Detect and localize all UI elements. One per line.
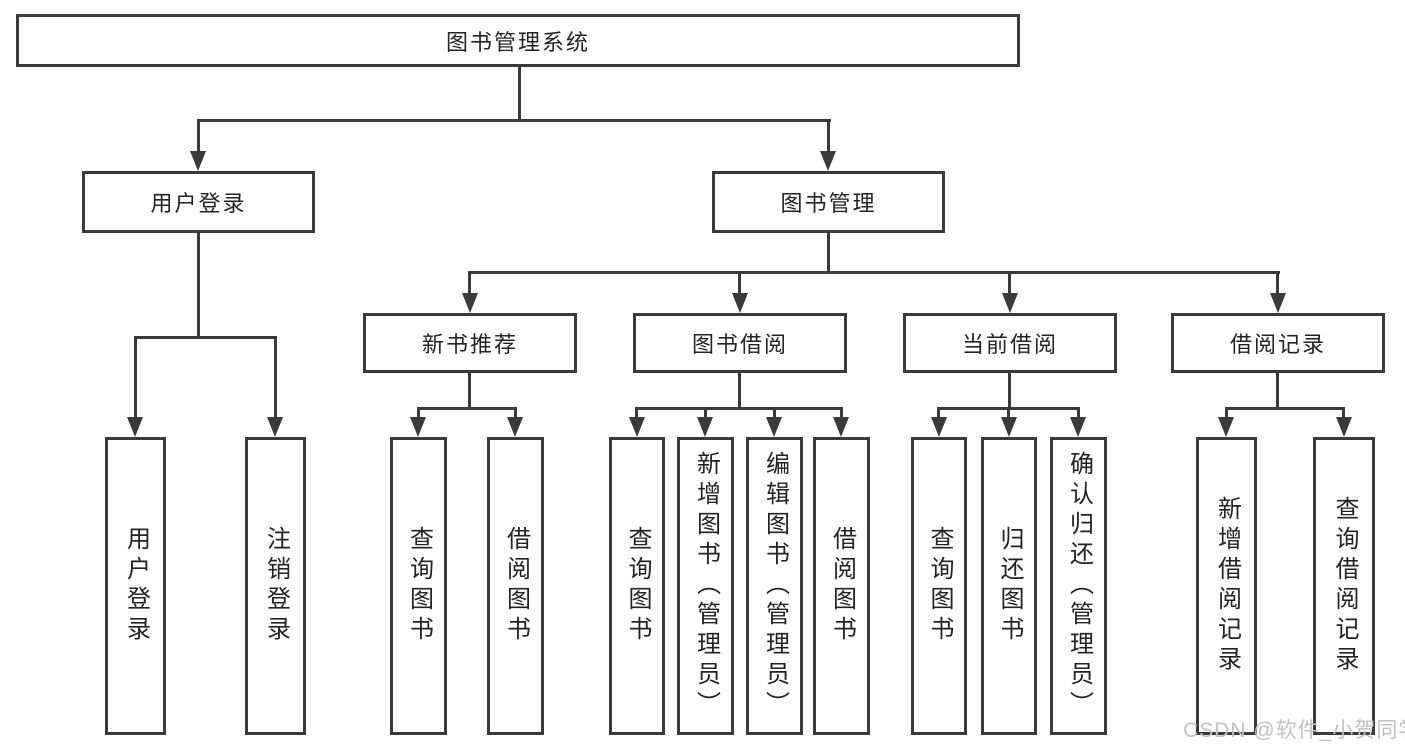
node-root: 图书管理系统: [16, 14, 1020, 67]
node-current-borrowing-label: 当前借阅: [961, 332, 1058, 357]
connector-vline: [1077, 407, 1080, 418]
connector-arrowhead: [629, 417, 645, 437]
connector-vline: [1342, 407, 1345, 418]
connector-arrowhead: [1070, 417, 1086, 437]
connector-arrowhead: [267, 417, 283, 437]
leaf-borrow-books: 借阅图书: [813, 437, 870, 735]
leaf-user-login: 用户登录: [105, 437, 166, 735]
connector-vline: [738, 373, 741, 407]
connector-arrowhead: [833, 417, 849, 437]
node-user-login: 用户登录: [82, 171, 315, 233]
connector-vline: [827, 233, 830, 271]
leaf-borrow-books-recommend-label: 借阅图书: [502, 526, 530, 646]
connector-vline: [1007, 407, 1010, 418]
node-book-borrowing: 图书借阅: [633, 313, 847, 373]
leaf-return-books-label: 归还图书: [996, 526, 1023, 646]
connector-vline: [197, 119, 200, 152]
connector-vline: [635, 407, 638, 418]
connector-vline: [468, 271, 471, 294]
connector-vline: [937, 407, 940, 418]
node-book-management-label: 图书管理: [780, 191, 877, 216]
connector-vline: [1008, 271, 1011, 294]
connector-vline: [827, 119, 830, 152]
connector-hline: [1225, 407, 1345, 410]
connector-arrowhead: [462, 293, 478, 313]
connector-arrowhead: [1001, 417, 1017, 437]
leaf-borrow-books-label: 借阅图书: [828, 526, 856, 646]
connector-arrowhead: [766, 417, 782, 437]
leaf-query-books-borrow-label: 查询图书: [624, 526, 651, 646]
leaf-logout-label: 注销登录: [262, 526, 290, 646]
leaf-add-books-admin-label: 新增图书（管理员）: [692, 451, 720, 721]
connector-arrowhead: [1218, 417, 1234, 437]
leaf-user-login-label: 用户登录: [122, 526, 150, 646]
leaf-query-books-current-label: 查询图书: [926, 526, 953, 646]
connector-arrowhead: [1336, 417, 1352, 437]
connector-vline: [274, 336, 277, 418]
connector-vline: [468, 373, 471, 407]
leaf-add-borrow-record: 新增借阅记录: [1196, 437, 1257, 735]
connector-hline: [469, 271, 1280, 274]
connector-vline: [518, 67, 521, 119]
node-book-borrowing-label: 图书借阅: [691, 332, 788, 357]
connector-arrowhead: [190, 151, 206, 171]
connector-vline: [704, 407, 707, 418]
connector-vline: [738, 271, 741, 294]
leaf-confirm-return-admin: 确认归还（管理员）: [1050, 437, 1107, 735]
connector-vline: [1008, 373, 1011, 407]
connector-vline: [1225, 407, 1228, 418]
connector-hline: [134, 336, 277, 339]
connector-arrowhead: [127, 417, 143, 437]
connector-arrowhead: [820, 151, 836, 171]
connector-arrowhead: [732, 293, 748, 313]
connector-arrowhead: [931, 417, 947, 437]
node-borrowing-records-label: 借阅记录: [1229, 332, 1326, 357]
node-new-book-recommendation: 新书推荐: [363, 313, 577, 373]
node-root-label: 图书管理系统: [445, 29, 590, 55]
connector-arrowhead: [1002, 293, 1018, 313]
node-new-book-recommendation-label: 新书推荐: [421, 332, 518, 357]
leaf-edit-books-admin: 编辑图书（管理员）: [746, 437, 803, 735]
node-borrowing-records: 借阅记录: [1171, 313, 1385, 373]
node-user-login-label: 用户登录: [150, 191, 247, 216]
connector-vline: [773, 407, 776, 418]
connector-vline: [1276, 271, 1279, 294]
connector-vline: [197, 233, 200, 336]
node-current-borrowing: 当前借阅: [903, 313, 1117, 373]
leaf-query-borrow-record: 查询借阅记录: [1313, 437, 1375, 735]
connector-vline: [134, 336, 137, 418]
leaf-query-books-borrow: 查询图书: [609, 437, 665, 735]
connector-vline: [1276, 373, 1279, 407]
connector-hline: [636, 407, 843, 410]
csdn-watermark: CSDN @软件_小贺同学: [1183, 719, 1405, 742]
leaf-return-books: 归还图书: [981, 437, 1037, 735]
connector-vline: [417, 407, 420, 418]
leaf-query-borrow-record-label: 查询借阅记录: [1331, 496, 1358, 676]
connector-hline: [197, 119, 831, 122]
connector-vline: [840, 407, 843, 418]
connector-arrowhead: [1270, 293, 1286, 313]
connector-arrowhead: [697, 417, 713, 437]
leaf-query-books-recommend-label: 查询图书: [405, 526, 433, 646]
connector-vline: [514, 407, 517, 418]
connector-arrowhead: [507, 417, 523, 437]
connector-hline: [417, 407, 517, 410]
node-book-management: 图书管理: [712, 171, 945, 233]
leaf-borrow-books-recommend: 借阅图书: [487, 437, 544, 735]
leaf-edit-books-admin-label: 编辑图书（管理员）: [761, 451, 789, 721]
leaf-logout: 注销登录: [245, 437, 306, 735]
leaf-query-books-current: 查询图书: [911, 437, 967, 735]
connector-arrowhead: [410, 417, 426, 437]
leaf-query-books-recommend: 查询图书: [390, 437, 447, 735]
leaf-confirm-return-admin-label: 确认归还（管理员）: [1065, 451, 1093, 721]
leaf-add-books-admin: 新增图书（管理员）: [677, 437, 734, 735]
leaf-add-borrow-record-label: 新增借阅记录: [1213, 496, 1241, 676]
